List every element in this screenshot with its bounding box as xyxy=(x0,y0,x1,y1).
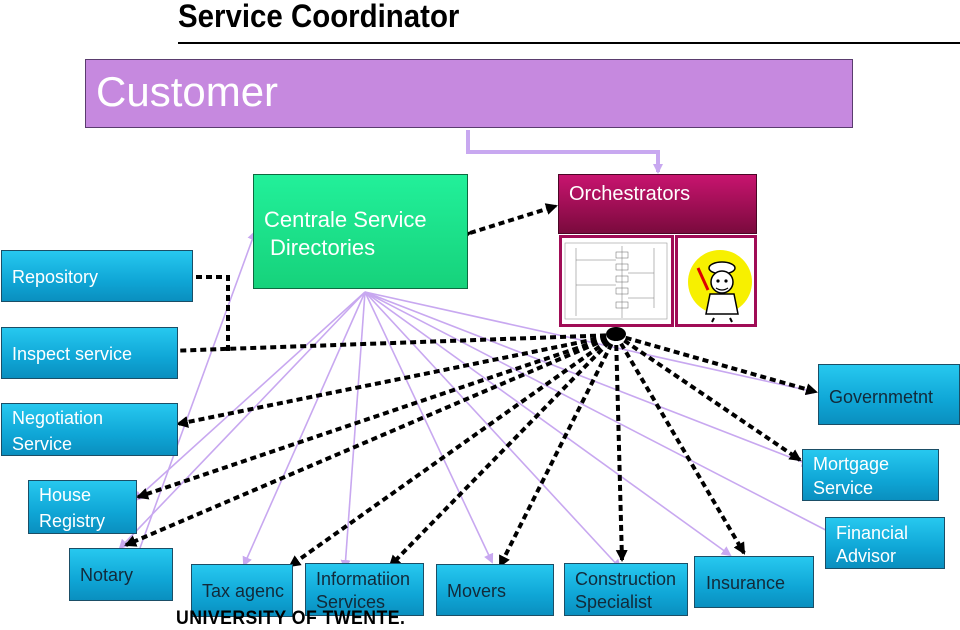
orch-central-link xyxy=(458,203,558,242)
movers-label: Movers xyxy=(447,581,507,601)
notary-label: Notary xyxy=(80,565,134,585)
movers-box: Movers xyxy=(436,564,554,616)
notary-box: Notary xyxy=(69,548,173,601)
orchestrators-label: Orchestrators xyxy=(569,183,691,205)
government-label: Governmetnt xyxy=(829,387,934,407)
orch-link-notary xyxy=(124,333,617,547)
central-link-info xyxy=(340,291,366,570)
construction-specialist-box: Construction Specialist xyxy=(564,563,688,616)
financial-line2: Advisor xyxy=(836,546,897,566)
orch-link-insurance xyxy=(614,333,746,555)
orch-link-tax xyxy=(288,333,618,568)
central-link-government xyxy=(364,291,817,396)
central-line1: Centrale Service xyxy=(264,207,427,232)
inspector-cartoon xyxy=(675,235,757,327)
sequence-diagram-thumbnail xyxy=(559,235,674,327)
diagram-title: Service Coordinator xyxy=(178,0,460,34)
central-line2: Directories xyxy=(270,235,376,260)
central-service-directories: Centrale Service Directories xyxy=(253,174,468,289)
central-link-construction xyxy=(364,291,622,570)
orchestrator-hub xyxy=(606,327,626,341)
orch-link-house xyxy=(136,333,617,500)
mortgage-line1: Mortgage xyxy=(813,454,890,474)
university-footer: UNIVERSITY OF TWENTE. xyxy=(176,608,406,629)
construction-line1: Construction xyxy=(575,569,677,589)
orch-link-mortgage xyxy=(614,333,802,462)
orch-link-construction xyxy=(614,334,628,562)
central-link-house xyxy=(133,291,366,502)
inspect-service-label: Inspect service xyxy=(12,344,133,364)
negotiation-service-box: Negotiation Service xyxy=(1,403,178,456)
central-link-mortgage xyxy=(364,291,812,467)
repository-box: Repository xyxy=(1,250,193,302)
information-line2: Services xyxy=(316,592,386,612)
financial-advisor-box: Financial Advisor xyxy=(825,517,945,569)
repository-link xyxy=(196,275,230,352)
orch-link-inspect xyxy=(166,333,617,357)
insurance-label: Insurance xyxy=(706,573,786,593)
customer-orchestrators-link xyxy=(466,130,663,174)
information-line1: Informatiion xyxy=(316,569,411,589)
central-link-movers xyxy=(364,291,494,564)
orch-link-negotiation xyxy=(176,333,617,428)
central-link-insurance xyxy=(364,291,732,557)
insurance-box: Insurance xyxy=(694,556,814,608)
information-services-box: Informatiion Services xyxy=(305,563,424,616)
customer-label: Customer xyxy=(96,68,279,115)
government-box: Governmetnt xyxy=(818,364,960,425)
negotiation-line2: Service xyxy=(12,434,73,454)
orchestrators-box: Orchestrators xyxy=(558,174,757,234)
orch-link-movers xyxy=(498,334,618,568)
house-registry-line2: Registry xyxy=(39,511,106,531)
title-rule xyxy=(178,42,960,44)
central-link-notary xyxy=(118,291,366,550)
central-link-repository xyxy=(139,230,257,549)
house-registry-box: House Registry xyxy=(28,480,137,534)
orch-link-info xyxy=(388,333,618,568)
mortgage-service-box: Mortgage Service xyxy=(802,449,939,501)
negotiation-line1: Negotiation xyxy=(12,408,104,428)
construction-line2: Specialist xyxy=(575,592,653,612)
tax-agency-box: Tax agenc xyxy=(191,564,293,617)
central-link-financial xyxy=(364,291,847,541)
financial-line1: Financial xyxy=(836,523,909,543)
central-link-tax xyxy=(242,291,366,567)
customer-box: Customer xyxy=(85,59,853,128)
house-registry-line1: House xyxy=(39,485,92,505)
orch-link-government xyxy=(615,333,818,396)
repository-label: Repository xyxy=(12,267,99,287)
tax-agency-label: Tax agenc xyxy=(202,581,285,601)
mortgage-line2: Service xyxy=(813,478,874,498)
inspect-service-box: Inspect service xyxy=(1,327,178,379)
